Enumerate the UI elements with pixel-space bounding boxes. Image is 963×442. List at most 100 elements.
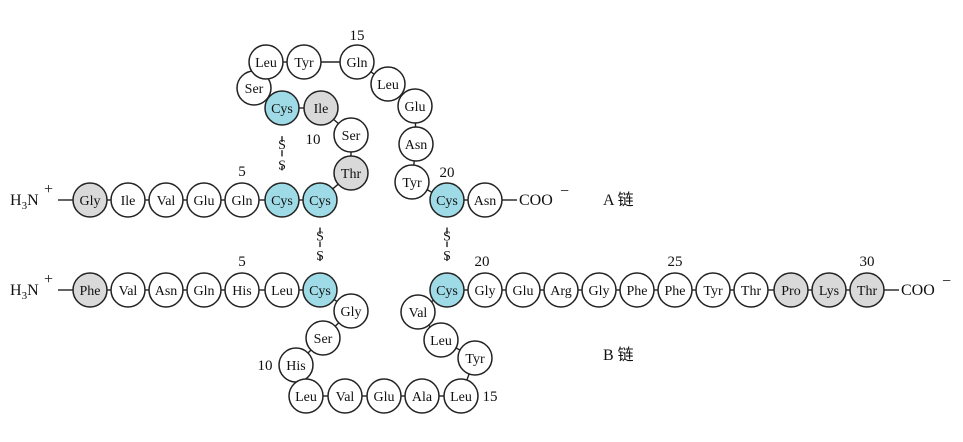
sulfur-label-3b: S <box>443 249 451 264</box>
chain-b-residue-23: Gly <box>581 272 617 308</box>
chain-b-residue-30: Thr <box>849 272 885 308</box>
residue-circle <box>264 90 300 126</box>
residue-circle <box>248 44 284 80</box>
chain-a-residue-16: Leu <box>370 66 406 102</box>
chain-b-residue-14: Ala <box>404 378 440 414</box>
chain-b-c-terminus: COO <box>901 282 935 299</box>
residue-label: Tyr <box>294 56 314 71</box>
residue-label: Cys <box>436 194 458 209</box>
chain-a-residue-9: Ser <box>333 117 369 153</box>
residue-circle <box>302 182 338 218</box>
chain-a-residue-4: Glu <box>186 182 222 218</box>
residue-circle <box>733 272 769 308</box>
chain-b-position-number: 25 <box>668 254 683 270</box>
chain-b-residue-22: Arg <box>543 272 579 308</box>
residue-circle <box>148 182 184 218</box>
chain-a-position-number: 20 <box>440 165 455 181</box>
chain-b-residue-19: Cys <box>429 272 465 308</box>
residue-circle <box>72 182 108 218</box>
chain-a-residue-6: Cys <box>264 182 300 218</box>
chain-a-residue-5: Gln <box>224 182 260 218</box>
residue-circle <box>224 182 260 218</box>
residue-circle <box>286 44 322 80</box>
sulfur-label-2a: S <box>316 229 324 244</box>
chain-b-peptide-bond <box>334 322 340 327</box>
chain-b-residue-9: Ser <box>305 320 341 356</box>
residue-label: Asn <box>155 284 178 299</box>
residue-circle <box>657 272 693 308</box>
chain-a-residue-18: Asn <box>398 126 434 162</box>
chain-b-residue-18: Val <box>400 294 436 330</box>
chain-a-peptide-bond <box>332 183 339 190</box>
chain-b-residue-27: Thr <box>733 272 769 308</box>
residue-circle <box>849 272 885 308</box>
chain-a-residue-20: Cys <box>429 182 465 218</box>
residue-label: Ala <box>412 390 433 405</box>
chain-b-residue-13: Glu <box>366 378 402 414</box>
chain-b-residue-15: Leu <box>443 378 479 414</box>
residue-circle <box>394 164 430 200</box>
residue-circle <box>404 378 440 414</box>
residue-label: Ser <box>245 82 264 97</box>
residue-circle <box>505 272 541 308</box>
residue-circle <box>457 340 493 376</box>
chain-a-peptide-bond <box>333 118 339 125</box>
residue-circle <box>305 320 341 356</box>
chain-b-residue-1: Phe <box>72 272 108 308</box>
residue-label: Gly <box>80 194 101 209</box>
residue-circle <box>543 272 579 308</box>
residue-circle <box>303 90 339 126</box>
chain-b-residue-16: Tyr <box>457 340 493 376</box>
residue-label: Val <box>409 306 428 321</box>
residue-circle <box>467 272 503 308</box>
residue-circle <box>811 272 847 308</box>
residue-label: Asn <box>405 138 428 153</box>
residue-circle <box>327 378 363 414</box>
chain-a-position-number: 15 <box>350 28 365 44</box>
residue-circle <box>333 293 369 329</box>
residue-label: Val <box>157 194 176 209</box>
chain-a-residue-17: Glu <box>397 88 433 124</box>
chain-b-residue-4: Gln <box>186 272 222 308</box>
residue-label: Leu <box>271 284 293 299</box>
chain-b-n-terminus: H3N <box>10 282 39 302</box>
chain-b-peptide-bond <box>466 373 470 381</box>
chain-b-residue-7: Cys <box>302 272 338 308</box>
residue-label: Tyr <box>703 284 723 299</box>
chain-b-position-number: 5 <box>238 254 246 270</box>
sulfur-label-1b: S <box>278 158 286 173</box>
chain-b-residue-26: Tyr <box>695 272 731 308</box>
residue-circle <box>443 378 479 414</box>
chain-a-residue-11: Cys <box>264 90 300 126</box>
residue-label: Tyr <box>465 352 485 367</box>
residue-circle <box>333 117 369 153</box>
residue-circle <box>302 272 338 308</box>
chain-b-residue-3: Asn <box>148 272 184 308</box>
residue-label: Leu <box>450 390 472 405</box>
sulfur-label-1a: S <box>278 138 286 153</box>
residue-label: Cys <box>309 284 331 299</box>
residue-label: Leu <box>295 390 317 405</box>
residue-label: Leu <box>430 334 452 349</box>
chain-b-residue-8: Gly <box>333 293 369 329</box>
chain-b-position-number: 15 <box>483 389 498 405</box>
residue-label: Arg <box>550 284 572 299</box>
residue-circle <box>400 294 436 330</box>
chain-b-residue-24: Phe <box>619 272 655 308</box>
residue-circle <box>397 88 433 124</box>
residue-label: Leu <box>255 56 277 71</box>
residue-circle <box>619 272 655 308</box>
chain-a-residue-14: Tyr <box>286 44 322 80</box>
chain-a-c-terminus-charge: − <box>560 183 569 200</box>
chain-b-c-terminus-charge: − <box>942 273 951 290</box>
residue-label: Asn <box>474 194 497 209</box>
residue-circle <box>110 272 146 308</box>
residue-label: Gly <box>341 305 362 320</box>
residue-label: Thr <box>341 167 362 182</box>
residue-label: His <box>286 359 305 374</box>
residue-label: His <box>232 284 251 299</box>
sulfur-label-2b: S <box>316 249 324 264</box>
residue-label: Glu <box>405 100 426 115</box>
residue-circle <box>429 182 465 218</box>
